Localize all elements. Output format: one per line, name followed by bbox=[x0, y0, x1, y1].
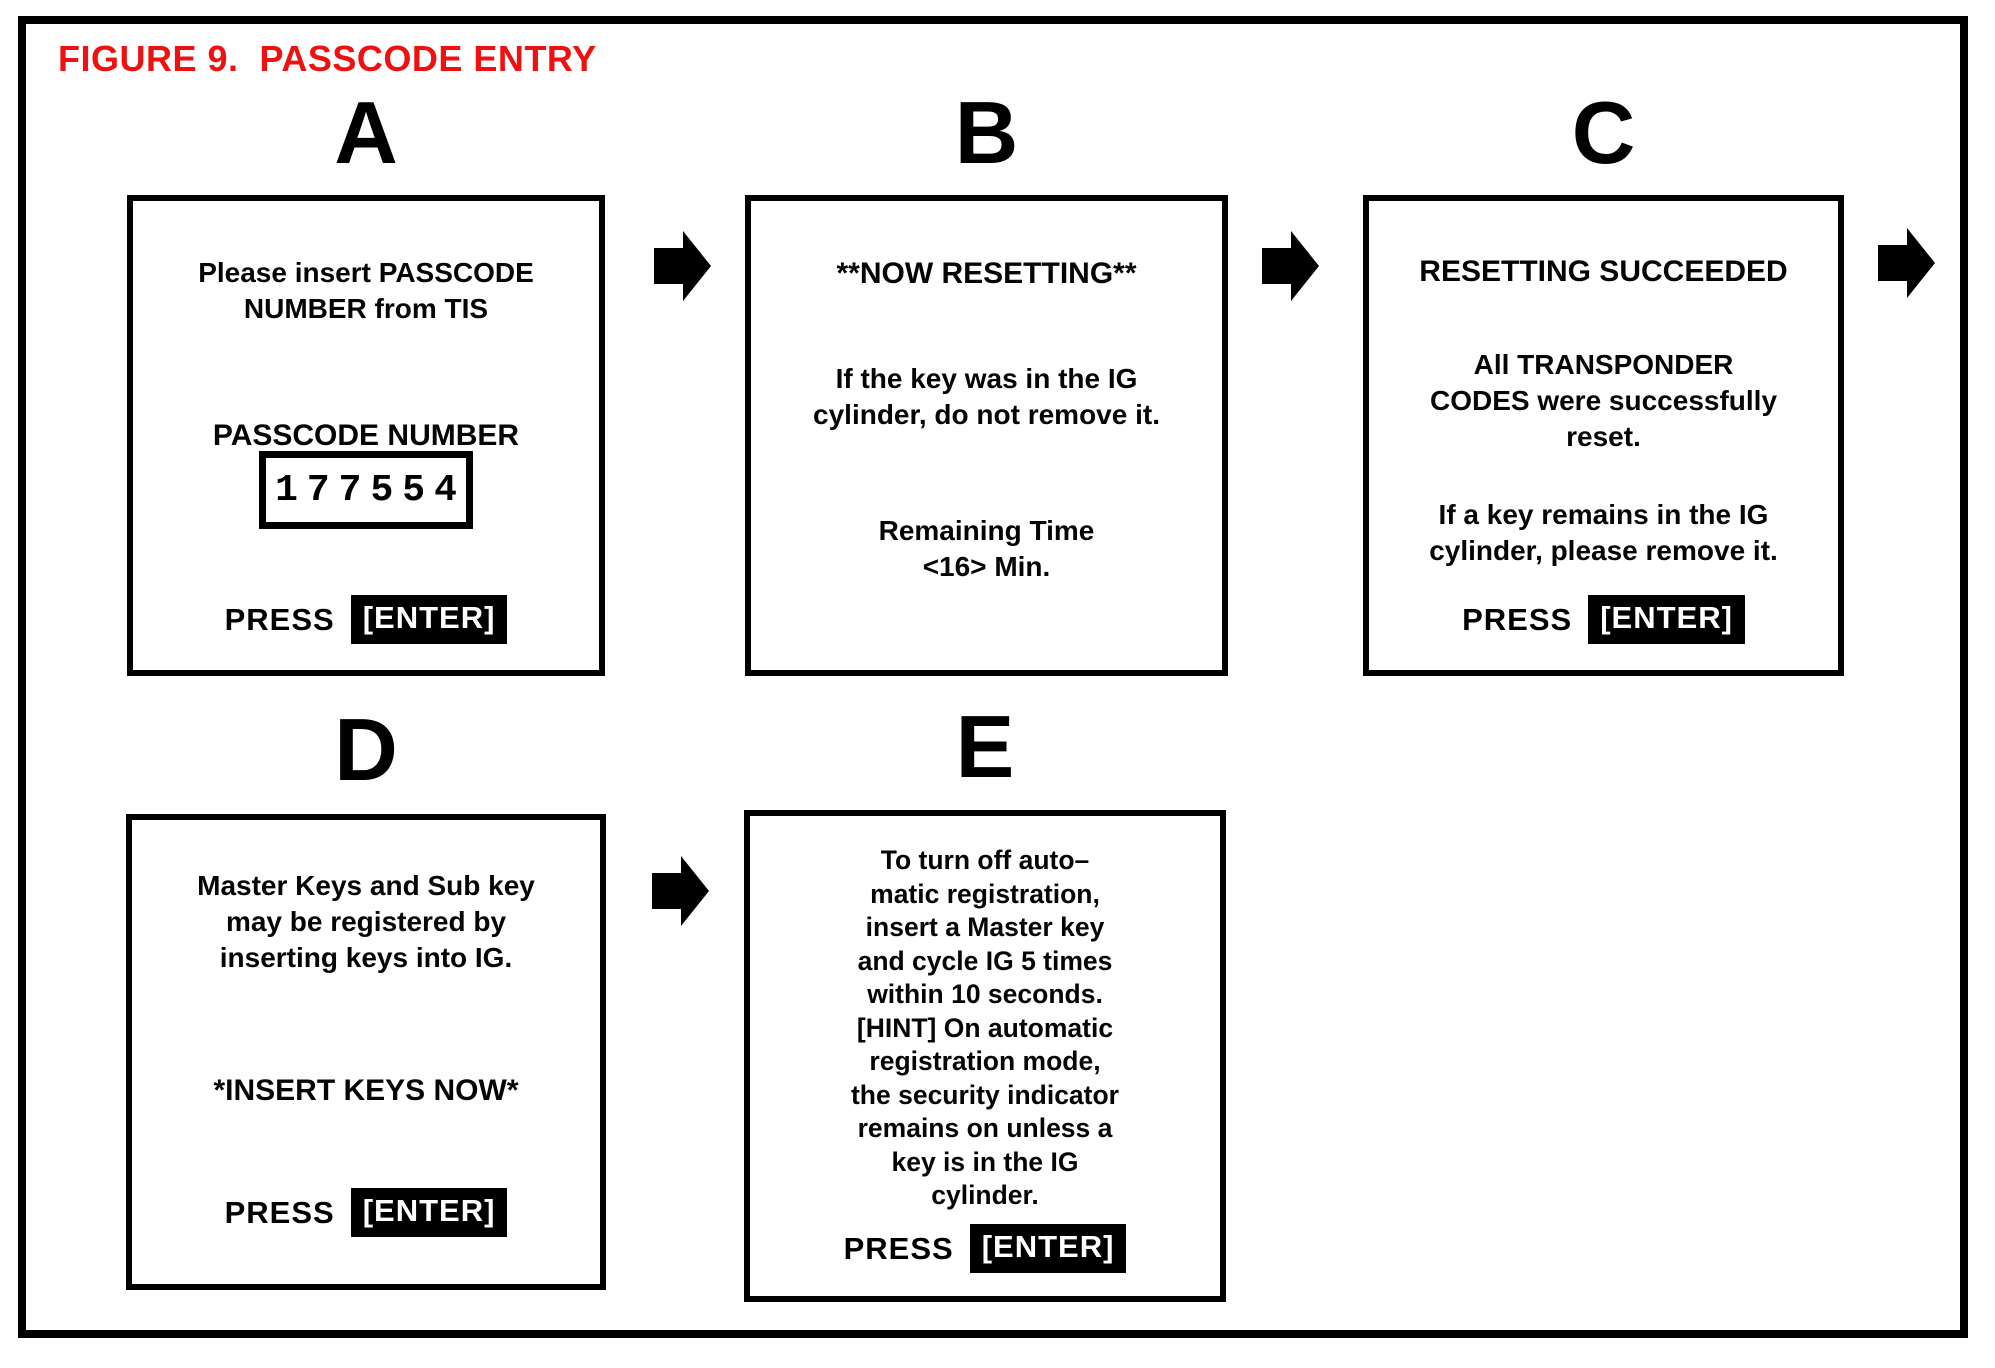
step-letter-e: E bbox=[955, 697, 1015, 796]
enter-key-label: [ENTER] bbox=[350, 595, 508, 644]
screen-c: RESETTING SUCCEEDED All TRANSPONDER CODE… bbox=[1363, 195, 1844, 676]
step-letter-d: D bbox=[334, 700, 398, 799]
figure-outer-border bbox=[18, 16, 1968, 1338]
step-letter-c: C bbox=[1571, 83, 1636, 182]
screen-d: Master Keys and Sub key may be registere… bbox=[126, 814, 606, 1290]
enter-key-label: [ENTER] bbox=[350, 1188, 508, 1237]
screen-a-field-label: PASSCODE NUMBER bbox=[212, 419, 520, 452]
arrow-d-to-e-icon bbox=[652, 856, 709, 926]
screen-c-press-row: PRESS [ENTER] bbox=[1369, 595, 1838, 644]
arrow-c-continue-icon bbox=[1878, 228, 1935, 298]
figure-title: FIGURE 9. PASSCODE ENTRY bbox=[58, 38, 597, 79]
screen-d-press-row: PRESS [ENTER] bbox=[132, 1188, 600, 1237]
screen-d-message: Master Keys and Sub key may be registere… bbox=[197, 870, 535, 973]
passcode-value: 177554 bbox=[275, 468, 466, 512]
arrow-b-to-c-icon bbox=[1262, 231, 1319, 301]
press-label: PRESS bbox=[224, 1194, 335, 1230]
screen-b-title: **NOW RESETTING** bbox=[836, 257, 1137, 290]
screen-a: Please insert PASSCODE NUMBER from TIS P… bbox=[127, 195, 605, 676]
screen-a-message: Please insert PASSCODE NUMBER from TIS bbox=[198, 257, 534, 324]
screen-c-title: RESETTING SUCCEEDED bbox=[1419, 255, 1788, 288]
screen-c-message-1: All TRANSPONDER CODES were successfully … bbox=[1429, 349, 1778, 452]
screen-e: To turn off auto– matic registration, in… bbox=[744, 810, 1226, 1302]
screen-b-message: If the key was in the IG cylinder, do no… bbox=[813, 363, 1160, 430]
screen-b: **NOW RESETTING** If the key was in the … bbox=[745, 195, 1228, 676]
screen-e-message: To turn off auto– matic registration, in… bbox=[850, 845, 1119, 1210]
passcode-field: 177554 bbox=[259, 451, 473, 529]
enter-key-label: [ENTER] bbox=[969, 1224, 1127, 1273]
step-letter-a: A bbox=[334, 83, 398, 182]
screen-c-message-2: If a key remains in the IG cylinder, ple… bbox=[1429, 499, 1778, 566]
arrow-a-to-b-icon bbox=[654, 231, 711, 301]
enter-key-label: [ENTER] bbox=[1588, 595, 1745, 644]
screen-b-remaining-time: Remaining Time <16> Min. bbox=[878, 515, 1095, 582]
screen-e-press-row: PRESS [ENTER] bbox=[750, 1224, 1220, 1273]
step-letter-b: B bbox=[954, 83, 1019, 182]
screen-a-press-row: PRESS [ENTER] bbox=[133, 595, 599, 644]
press-label: PRESS bbox=[224, 601, 335, 637]
press-label: PRESS bbox=[1462, 601, 1573, 637]
screen-d-prompt: *INSERT KEYS NOW* bbox=[213, 1074, 519, 1107]
press-label: PRESS bbox=[843, 1230, 954, 1266]
